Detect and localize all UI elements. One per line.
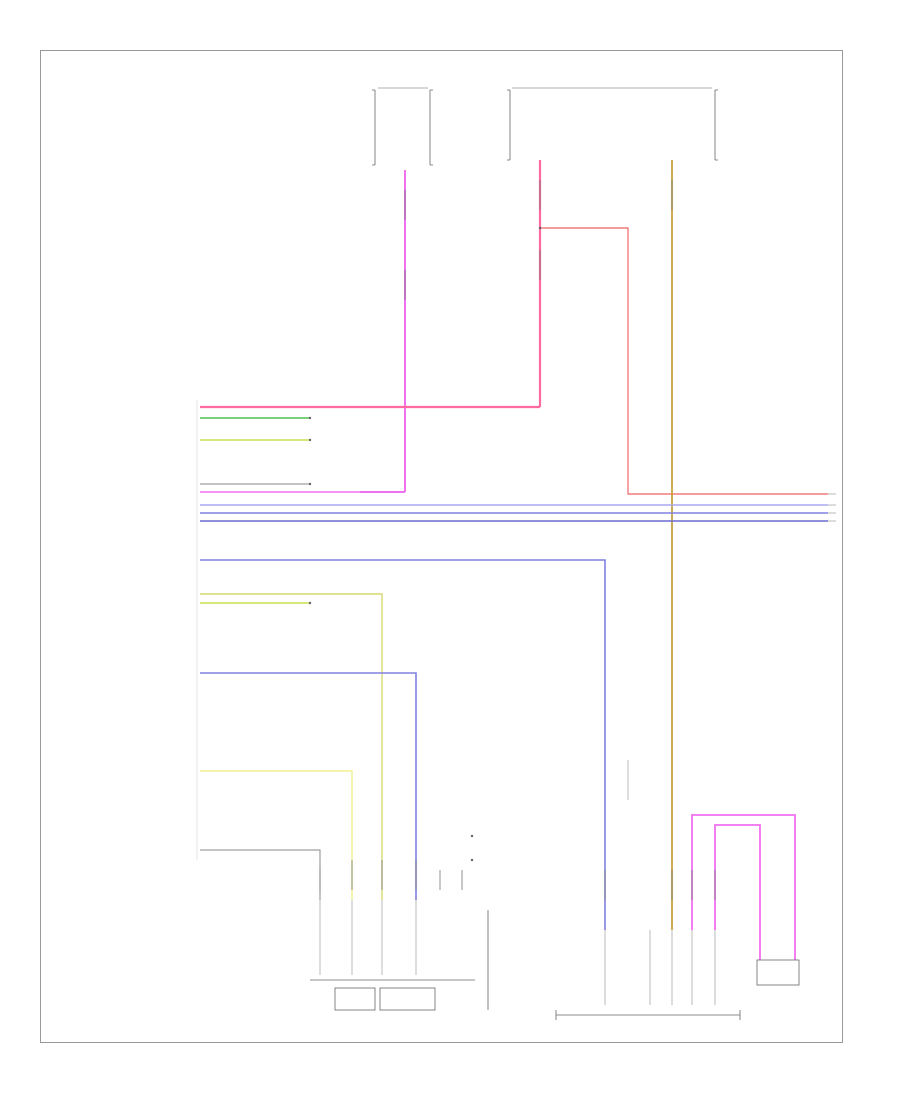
right-terminators [828, 493, 836, 522]
bottom-module-small [756, 959, 800, 986]
wire-yellow-1 [200, 593, 383, 900]
bottom-module-right [555, 760, 741, 1020]
wire-red-branch [540, 227, 828, 495]
ground-symbols [308, 226, 542, 862]
fuse-block-right [507, 87, 718, 161]
wire-blue-2 [200, 672, 417, 900]
diagram-frame [40, 50, 843, 1043]
wire-markers [319, 180, 716, 900]
wire-gray-bottom [200, 849, 321, 900]
wire-magenta-vertical-1 [360, 170, 406, 493]
bottom-module-left [310, 900, 489, 1011]
wire-blue-bus [200, 504, 828, 522]
fuse-block-left [372, 87, 433, 166]
wire-yellow-2 [200, 770, 353, 900]
wire-green-lines [200, 417, 310, 441]
wire-magenta-loop [691, 814, 796, 960]
wire-blue-long [200, 559, 606, 930]
